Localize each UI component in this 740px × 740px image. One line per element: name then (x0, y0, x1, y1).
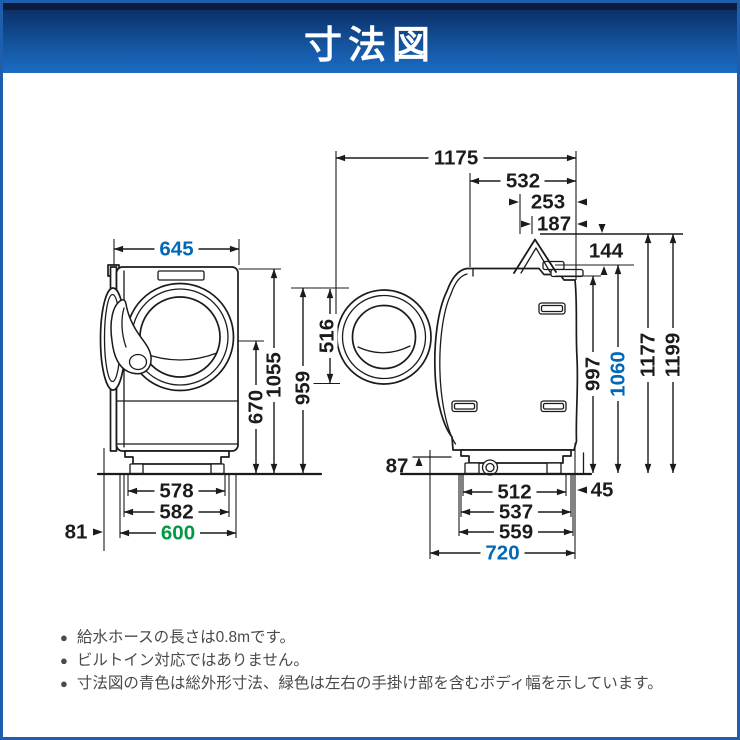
drain-cap (481, 459, 499, 476)
dim-hose-depth: 253 (531, 191, 565, 214)
bullet-icon: ● (60, 676, 68, 691)
note-item: ● ビルトイン対応ではありません。 (60, 652, 720, 670)
dim-front-total-height: 1055 (263, 352, 286, 398)
bullet-icon: ● (60, 653, 68, 668)
drain-hose (513, 238, 557, 274)
vent-top (538, 302, 566, 315)
side-front-foot (464, 462, 480, 475)
dim-front-lower-width: 582 (159, 501, 193, 524)
dim-max-height: 1199 (662, 333, 685, 377)
dim-open-door-top-height: 959 (292, 371, 315, 405)
dim-front-body-width: 600 (161, 522, 195, 545)
detergent-drawer (157, 270, 205, 281)
dim-hose-height: 1060 (607, 351, 630, 397)
door-outer-ring (125, 282, 235, 392)
note-item: ● 給水ホースの長さは0.8mです。 (60, 629, 720, 647)
side-pedestal (460, 449, 572, 464)
front-left-foot (129, 463, 144, 475)
front-right-foot (210, 463, 225, 475)
dim-body-depth: 720 (485, 542, 519, 565)
dim-door-protrusion: 81 (65, 521, 88, 544)
dim-rear-height: 997 (582, 357, 605, 391)
dim-front-width: 645 (159, 238, 193, 261)
note-item: ● 寸法図の青色は総外形寸法、緑色は左右の手掛け部を含むボディ幅を示しています。 (60, 675, 720, 693)
note-text: 給水ホースの長さは0.8mです。 (76, 629, 295, 646)
dim-faucet-height-drop: 144 (589, 240, 624, 263)
vent-lower-front (451, 400, 478, 413)
front-pedestal (124, 450, 230, 465)
front-view-drawing (96, 264, 323, 476)
dim-door-diameter: 516 (316, 319, 339, 353)
dim-base-depth-inner: 512 (497, 481, 531, 504)
label-backgrounds (154, 147, 684, 564)
dimension-labels: 645 670 1055 959 516 578 582 600 81 1175… (65, 147, 685, 565)
dim-side-total-depth: 1175 (434, 147, 478, 170)
note-text: 寸法図の青色は総外形寸法、緑色は左右の手掛け部を含むボディ幅を示しています。 (76, 675, 663, 692)
dim-base-depth-outer: 559 (499, 521, 533, 544)
side-rear-foot (546, 462, 562, 475)
dimension-diagram: 645 670 1055 959 516 578 582 600 81 1175… (65, 147, 685, 565)
open-door-circle (336, 289, 432, 385)
dim-base-depth-mid: 537 (499, 501, 533, 524)
dim-rear-offset: 45 (591, 479, 614, 502)
side-body (433, 267, 579, 451)
notes: ● 給水ホースの長さは0.8mです。 ● ビルトイン対応ではありません。 ● 寸… (60, 629, 720, 698)
header-top-strip (3, 3, 737, 10)
dim-front-clearance: 87 (386, 455, 409, 478)
page-title: 寸法図 (303, 25, 436, 67)
note-text: ビルトイン対応ではありません。 (76, 652, 309, 669)
dim-front-door-center-height: 670 (245, 390, 268, 424)
dim-faucet-depth: 187 (537, 213, 571, 236)
dim-front-base-width: 578 (159, 480, 193, 503)
dim-faucet-height: 1177 (637, 333, 660, 377)
dim-side-top-depth: 532 (506, 170, 540, 193)
bullet-icon: ● (60, 630, 68, 645)
side-view-drawing (336, 238, 593, 476)
header: 寸法図 (3, 10, 737, 73)
vent-lower-rear (540, 400, 567, 413)
